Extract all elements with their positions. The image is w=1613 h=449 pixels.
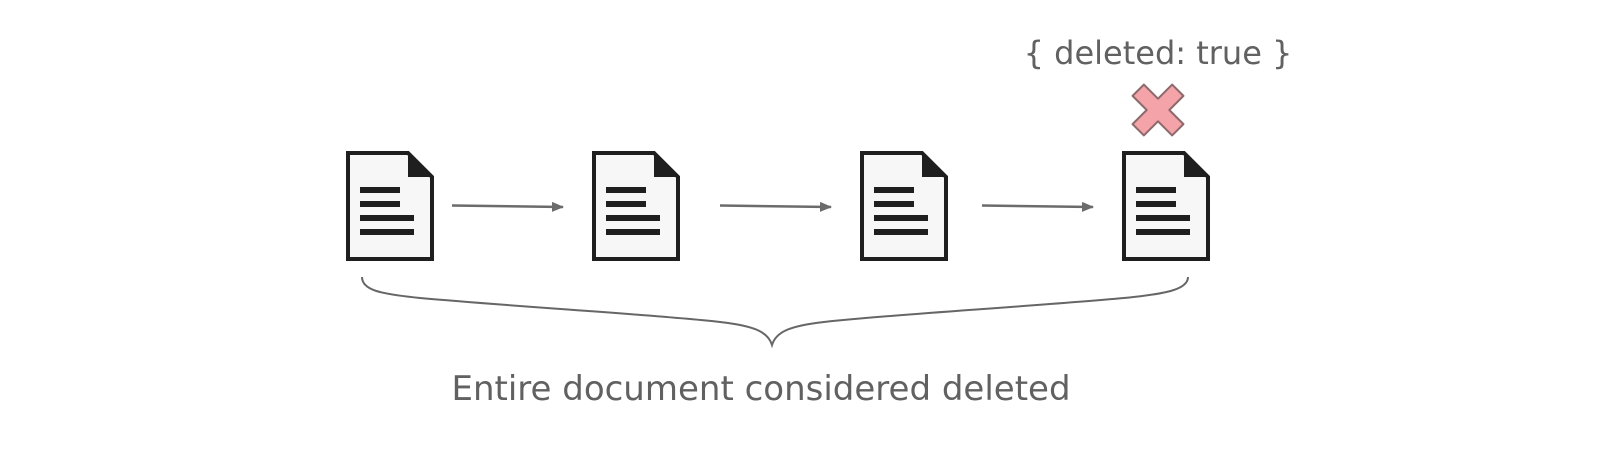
x-mark-icon xyxy=(1131,83,1185,137)
arrow-right-icon xyxy=(719,201,832,212)
arrow-right-icon xyxy=(451,201,564,212)
document-icon xyxy=(860,151,948,261)
brace-caption: Entire document considered deleted xyxy=(451,369,1070,409)
document-icon xyxy=(346,151,434,261)
deleted-flag-label: { deleted: true } xyxy=(1024,34,1293,72)
document-icon xyxy=(1122,151,1210,261)
arrow-right-icon xyxy=(981,201,1094,212)
curly-brace-icon xyxy=(361,276,1189,349)
document-icon xyxy=(592,151,680,261)
